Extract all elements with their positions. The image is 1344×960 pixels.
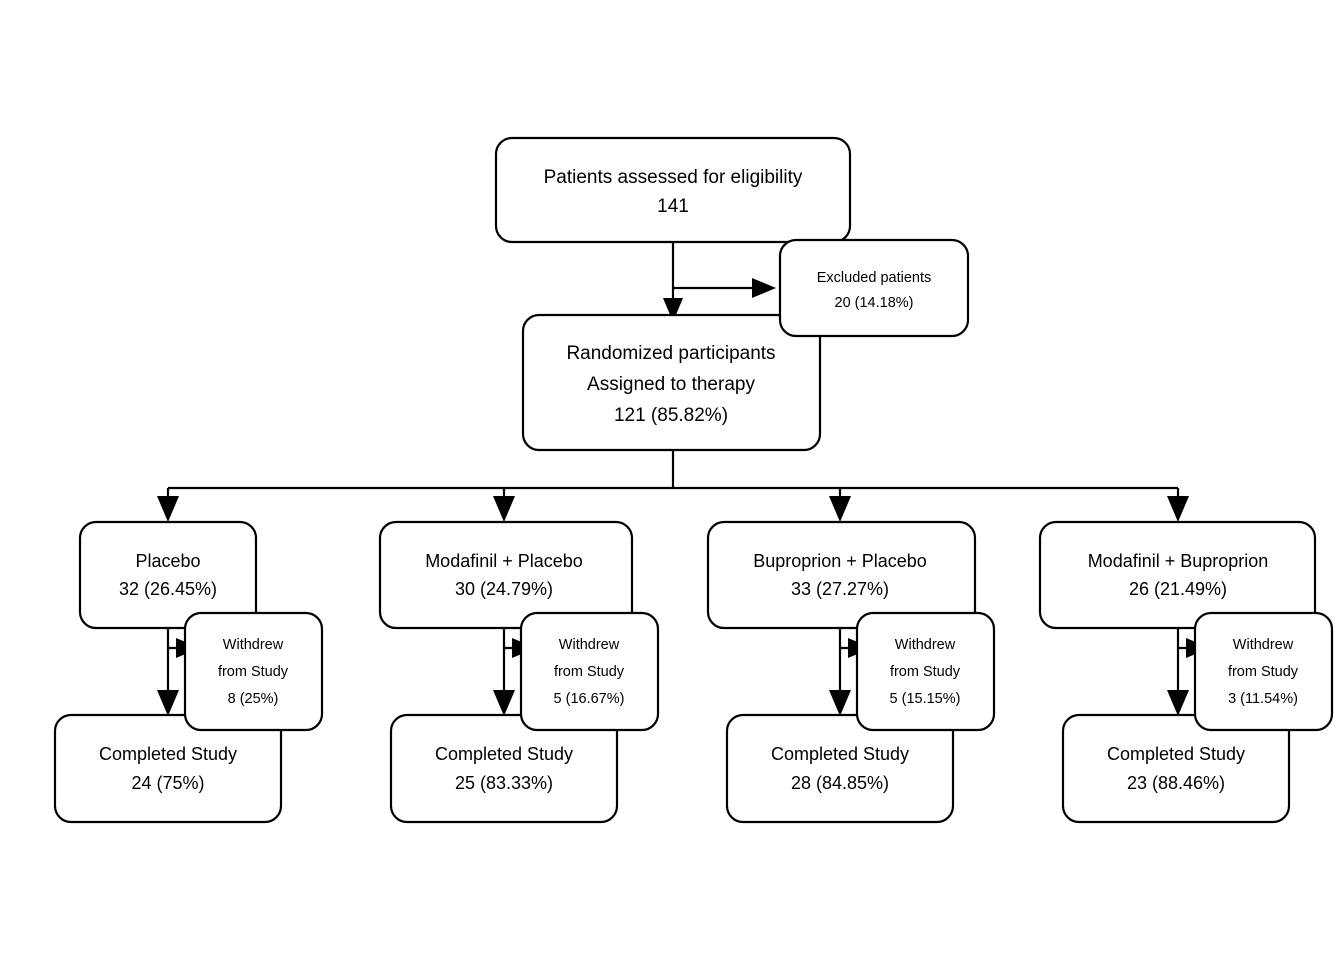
withdrew-rect-modafinil-buproprion: [1193, 611, 1334, 732]
completed-study-count-buproprion-placebo: 28 (84.85%): [791, 773, 889, 793]
arm-group-count-modafinil-placebo: 30 (24.79%): [455, 579, 553, 599]
excluded-patients-count: 20 (14.18%): [835, 295, 914, 311]
completed-study-label-placebo: Completed Study: [99, 744, 237, 764]
completed-study-label-buproprion-placebo: Completed Study: [771, 744, 909, 764]
randomized-participants-count: 121 (85.82%): [614, 405, 728, 426]
withdrew-box-modafinil-buproprion[interactable]: Withdrew from Study 3 (11.54%): [1193, 611, 1334, 732]
withdrew-label-line1-placebo: Withdrew: [223, 637, 284, 653]
withdrew-count-buproprion-placebo: 5 (15.15%): [890, 691, 961, 707]
connector-eligibility-to-randomized: [663, 242, 683, 322]
completed-study-rect-buproprion-placebo: [725, 713, 955, 824]
arm-group-rect-buproprion-placebo: [706, 520, 977, 630]
arm-group-box-modafinil-placebo[interactable]: Modafinil + Placebo 30 (24.79%): [378, 520, 634, 630]
excluded-patients-box[interactable]: Excluded patients 20 (14.18%): [778, 238, 970, 338]
arm-group-rect-placebo: [78, 520, 258, 630]
arm-group-count-placebo: 32 (26.45%): [119, 579, 217, 599]
arm-group-box-modafinil-buproprion[interactable]: Modafinil + Buproprion 26 (21.49%): [1038, 520, 1317, 630]
completed-study-label-modafinil-placebo: Completed Study: [435, 744, 573, 764]
completed-study-box-modafinil-placebo[interactable]: Completed Study 25 (83.33%): [389, 713, 619, 824]
withdrew-label-line2-modafinil-placebo: from Study: [554, 664, 625, 680]
randomized-participants-box[interactable]: Randomized participants Assigned to ther…: [521, 313, 822, 452]
withdrew-count-modafinil-placebo: 5 (16.67%): [554, 691, 625, 707]
excluded-patients-label: Excluded patients: [817, 270, 931, 286]
completed-study-rect-placebo: [53, 713, 283, 824]
completed-study-label-modafinil-buproprion: Completed Study: [1107, 744, 1245, 764]
connector-randomized-to-arms: [157, 450, 1189, 522]
excluded-patients-rect: [778, 238, 970, 338]
completed-study-count-placebo: 24 (75%): [131, 773, 204, 793]
withdrew-box-modafinil-placebo[interactable]: Withdrew from Study 5 (16.67%): [519, 611, 660, 732]
withdrew-rect-buproprion-placebo: [855, 611, 996, 732]
arm-group-count-buproprion-placebo: 33 (27.27%): [791, 579, 889, 599]
arm-group-label-modafinil-placebo: Modafinil + Placebo: [425, 551, 583, 571]
withdrew-count-placebo: 8 (25%): [228, 691, 279, 707]
arm-group-label-buproprion-placebo: Buproprion + Placebo: [753, 551, 927, 571]
withdrew-count-modafinil-buproprion: 3 (11.54%): [1228, 691, 1298, 707]
completed-study-box-placebo[interactable]: Completed Study 24 (75%): [53, 713, 283, 824]
arm-group-rect-modafinil-buproprion: [1038, 520, 1317, 630]
connector-eligibility-to-excluded: [673, 278, 776, 298]
arm-group-box-buproprion-placebo[interactable]: Buproprion + Placebo 33 (27.27%): [706, 520, 977, 630]
completed-study-rect-modafinil-buproprion: [1061, 713, 1291, 824]
withdrew-box-buproprion-placebo[interactable]: Withdrew from Study 5 (15.15%): [855, 611, 996, 732]
randomized-participants-label: Randomized participants: [566, 343, 775, 364]
arm-group-label-placebo: Placebo: [135, 551, 200, 571]
arm-group-box-placebo[interactable]: Placebo 32 (26.45%): [78, 520, 258, 630]
completed-study-box-buproprion-placebo[interactable]: Completed Study 28 (84.85%): [725, 713, 955, 824]
withdrew-label-line2-modafinil-buproprion: from Study: [1228, 664, 1299, 680]
randomized-assigned-label: Assigned to therapy: [587, 374, 755, 395]
randomized-participants-rect: [521, 313, 822, 452]
withdrew-rect-placebo: [183, 611, 324, 732]
patients-assessed-rect: [494, 136, 852, 244]
completed-study-count-modafinil-placebo: 25 (83.33%): [455, 773, 553, 793]
withdrew-label-line2-placebo: from Study: [218, 664, 289, 680]
withdrew-label-line1-modafinil-buproprion: Withdrew: [1233, 637, 1294, 653]
withdrew-label-line1-modafinil-placebo: Withdrew: [559, 637, 620, 653]
arm-group-count-modafinil-buproprion: 26 (21.49%): [1129, 579, 1227, 599]
completed-study-box-modafinil-buproprion[interactable]: Completed Study 23 (88.46%): [1061, 713, 1291, 824]
patients-assessed-count: 141: [657, 196, 689, 217]
arm-group-rect-modafinil-placebo: [378, 520, 634, 630]
completed-study-count-modafinil-buproprion: 23 (88.46%): [1127, 773, 1225, 793]
completed-study-rect-modafinil-placebo: [389, 713, 619, 824]
withdrew-box-placebo[interactable]: Withdrew from Study 8 (25%): [183, 611, 324, 732]
withdrew-rect-modafinil-placebo: [519, 611, 660, 732]
arm-group-label-modafinil-buproprion: Modafinil + Buproprion: [1088, 551, 1269, 571]
patients-assessed-label: Patients assessed for eligibility: [544, 167, 803, 188]
patients-assessed-box[interactable]: Patients assessed for eligibility 141: [494, 136, 852, 244]
withdrew-label-line1-buproprion-placebo: Withdrew: [895, 637, 956, 653]
withdrew-label-line2-buproprion-placebo: from Study: [890, 664, 961, 680]
